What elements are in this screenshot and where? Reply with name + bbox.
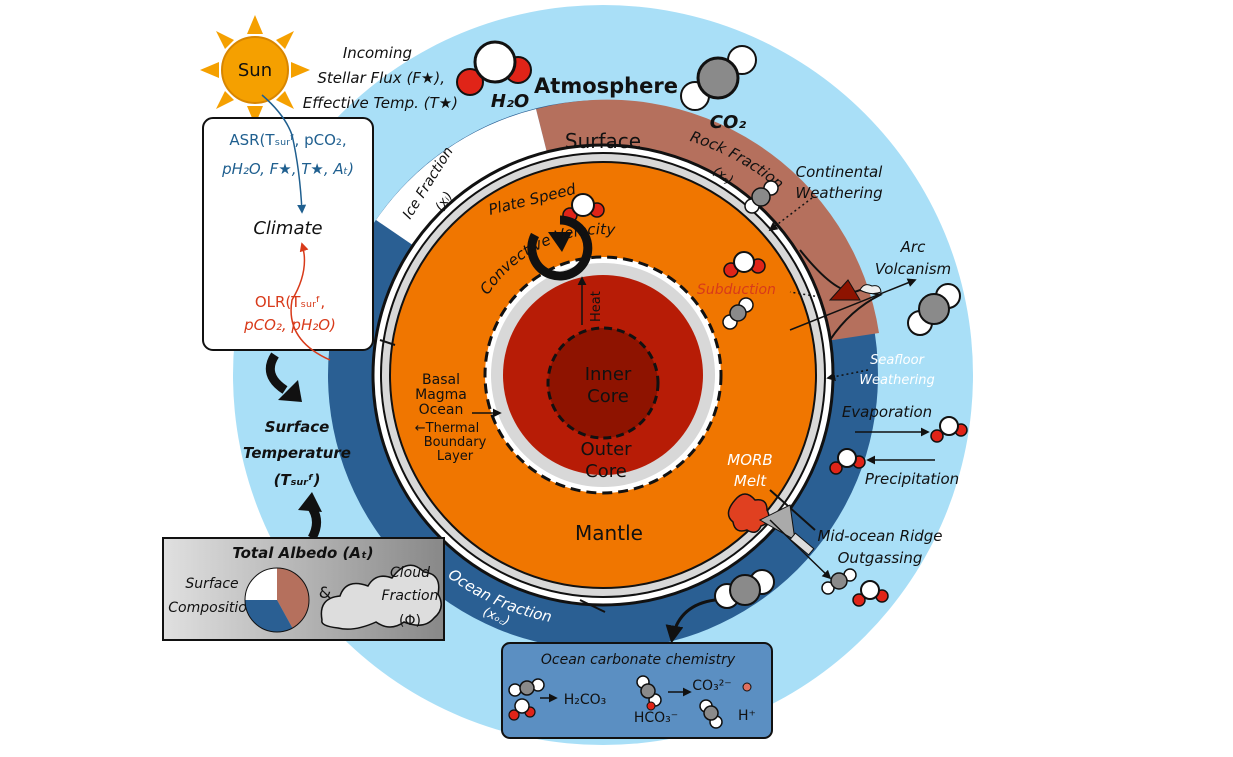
- incoming-flux-label: Effective Temp. (T★): [303, 94, 458, 112]
- convection-arrow-icon: [527, 215, 593, 281]
- inner-core-label: Inner: [585, 364, 632, 385]
- arc-volcanism-label: Arc: [900, 238, 926, 256]
- cloud-fraction-label: (Φ): [399, 613, 421, 629]
- thermal-boundary-layer-label: Boundary: [424, 435, 487, 450]
- mantle-label: Mantle: [575, 521, 643, 545]
- continental-co2-icon: [744, 180, 779, 214]
- sun-label: Sun: [238, 60, 272, 81]
- cloud-fraction-label: Cloud: [390, 565, 430, 581]
- climate-to-temperature-arrowhead: [278, 380, 302, 402]
- asr-label: ASR(Tₛᵤᵣᶠ, pCO₂,: [229, 131, 346, 149]
- ocean-chemistry-title: Ocean carbonate chemistry: [541, 652, 736, 668]
- h-plus-label: H⁺: [738, 708, 756, 724]
- albedo-to-temperature-arrowhead: [298, 492, 322, 512]
- continental-weathering-arrow: [768, 197, 813, 232]
- seafloor-weathering-label: Seafloor: [870, 353, 926, 368]
- h2co3-molecule-icon: [636, 675, 662, 711]
- evaporation-label: Evaporation: [842, 403, 932, 421]
- basal-magma-ocean-label: Basal: [422, 372, 460, 388]
- surface-temperature-label: Temperature: [243, 444, 351, 462]
- basal-magma-ocean-label: Magma: [415, 387, 467, 403]
- olr-label: pCO₂, pH₂O): [243, 316, 336, 334]
- surface-temperature-label: (Tₛᵤᵣᶠ): [274, 471, 321, 489]
- subduction-co2-icon: [722, 297, 754, 330]
- incoming-flux-label: Incoming: [343, 44, 412, 62]
- h2o-label: H₂O: [491, 91, 529, 112]
- outgassing-arrow: [769, 519, 832, 580]
- precipitation-label: Precipitation: [865, 470, 959, 488]
- ampersand-label: &: [319, 583, 331, 602]
- plate-boundary: [769, 489, 816, 531]
- arc-volcanism-arrow: [789, 278, 917, 331]
- incoming-flux-label: Stellar Flux (F★),: [317, 69, 445, 87]
- arc-volcanism-label: Volcanism: [875, 260, 951, 278]
- pie-outline: [244, 567, 310, 633]
- sun-icon: [200, 15, 310, 125]
- asr-label: pH₂O, F★, T★, Aₜ): [221, 160, 354, 178]
- subduction-label: Subduction: [697, 282, 776, 298]
- morb-melt-label: Melt: [734, 472, 767, 490]
- pie-slice-ice: [245, 568, 277, 600]
- co2-molecule-icon: [680, 45, 757, 111]
- convection-arrowhead: [548, 232, 572, 252]
- hco3-label: HCO₃⁻: [634, 710, 678, 726]
- midocean-ridge-label: Outgassing: [838, 549, 923, 567]
- surface-composition-label: Surface: [185, 576, 238, 592]
- morb-melt-icon: [727, 493, 770, 533]
- h2co3-label: H₂CO₃: [564, 692, 607, 708]
- h2o-molecule-icon: [456, 40, 532, 96]
- surface-label: Surface: [565, 129, 641, 153]
- pie-slice-ocean: [245, 600, 293, 632]
- outgassing-vent: [789, 532, 815, 556]
- co3-label: CO₃²⁻: [692, 678, 731, 694]
- cloud-fraction-label: Fraction: [382, 588, 439, 604]
- asr-arrow: [261, 94, 307, 214]
- ocean-co2-icon: [714, 569, 775, 609]
- surface-temperature-label: Surface: [265, 418, 330, 436]
- thermal-boundary-layer-label: Layer: [437, 449, 474, 464]
- morb-melt-label: MORB: [727, 451, 772, 469]
- inner-core-label: Core: [587, 386, 629, 407]
- plate-boundary: [579, 599, 606, 613]
- outgassing-h2o-icon: [852, 580, 889, 607]
- olr-label: OLR(Tₛᵤᵣᶠ,: [255, 293, 325, 311]
- seafloor-weathering-label: Weathering: [859, 373, 935, 388]
- precipitation-h2o-icon: [829, 448, 866, 475]
- inner-core: [546, 326, 660, 440]
- volcano-icon: [828, 279, 861, 301]
- subduction-molecule-icon: [723, 251, 766, 278]
- outer-core-label: Core: [585, 461, 627, 482]
- olr-arrow: [290, 242, 331, 361]
- eruption-cloud-icon: [859, 284, 882, 295]
- basal-magma-ocean-label: Ocean: [419, 402, 464, 418]
- climate-box: [202, 117, 374, 351]
- subduction-arrow: [789, 291, 821, 298]
- arc-co2-icon: [907, 283, 961, 336]
- cloud-icon: [320, 564, 442, 630]
- outgassing-co2-icon: [821, 568, 857, 595]
- evaporation-h2o-icon: [930, 416, 968, 443]
- climate-label: Climate: [253, 218, 322, 239]
- ocean-uptake-arrow: [665, 598, 716, 644]
- dissolved-co2-h2o-icon: [508, 678, 545, 721]
- h-plus-icon: [742, 682, 752, 692]
- heat-label: Heat: [589, 291, 604, 322]
- surface-composition-label: Composition: [168, 600, 255, 616]
- outer-core-label: Outer: [580, 439, 632, 460]
- seafloor-weathering-arrow: [826, 369, 869, 382]
- climate-to-temperature-arrow: [265, 352, 288, 394]
- atmosphere-title: Atmosphere: [534, 74, 678, 98]
- hco3-molecule-icon: [699, 699, 723, 729]
- pie-slice-rock: [277, 568, 309, 629]
- co2-label: CO₂: [710, 112, 747, 133]
- ridge-wedge: [758, 504, 796, 541]
- continental-weathering-label: Continental: [796, 163, 884, 181]
- thermal-boundary-layer-label: ←Thermal: [415, 421, 479, 436]
- albedo-title: Total Albedo (Aₜ): [232, 544, 373, 562]
- surface-composition-pie: [244, 567, 310, 633]
- plate-boundary: [379, 339, 396, 346]
- midocean-ridge-label: Mid-ocean Ridge: [817, 527, 942, 545]
- continental-weathering-label: Weathering: [795, 184, 882, 202]
